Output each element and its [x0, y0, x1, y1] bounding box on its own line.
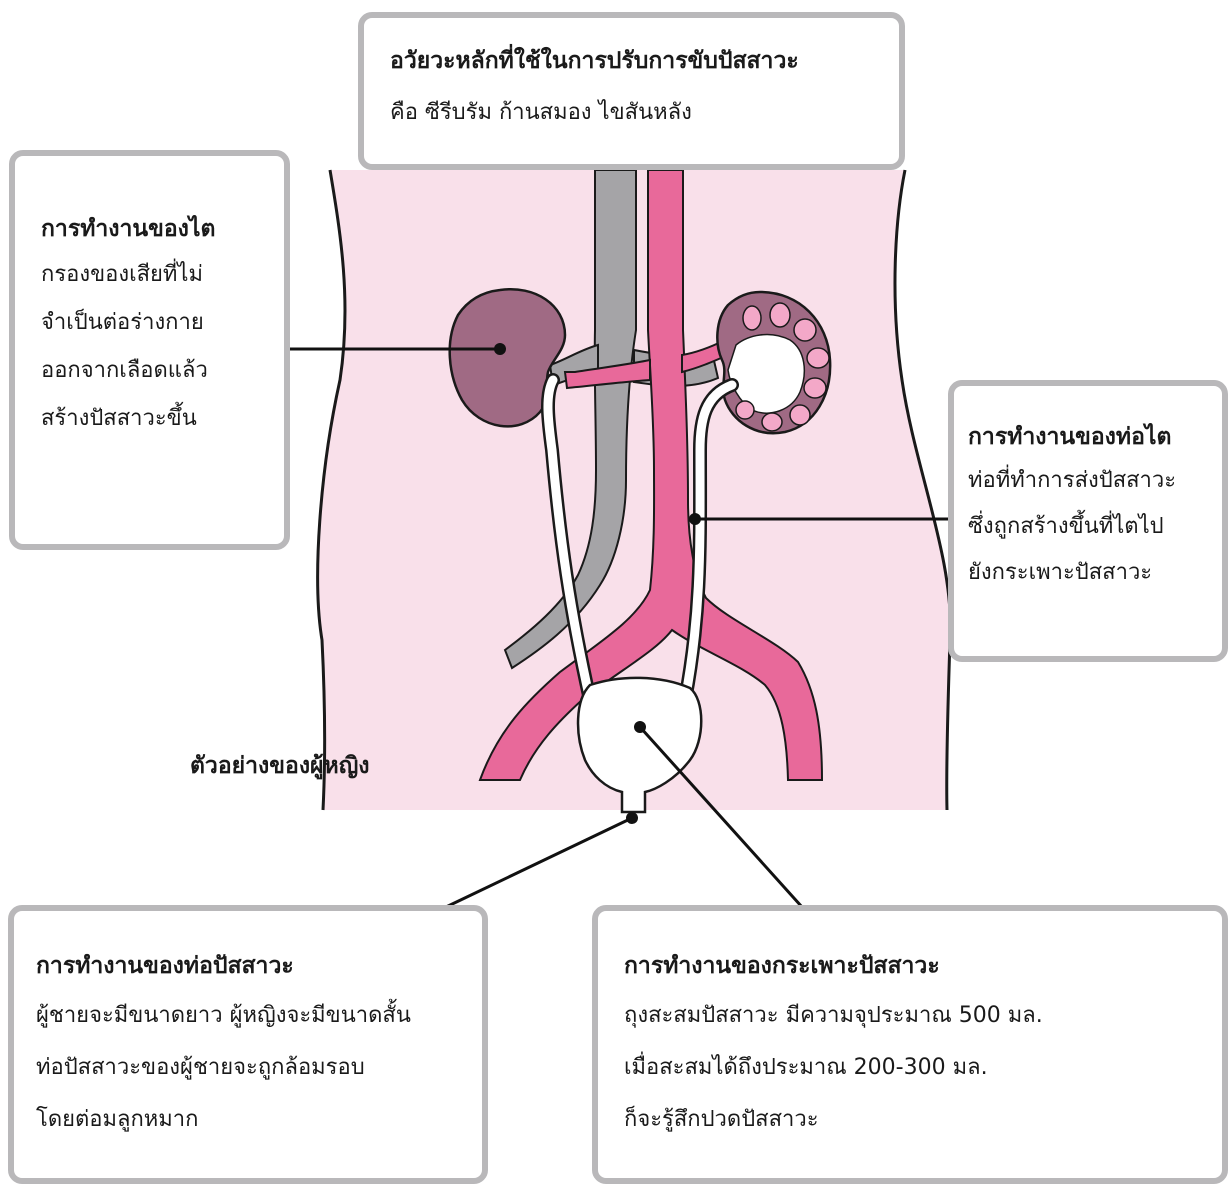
- callout-kidney-line: ออกจากเลือดแล้ว: [41, 356, 284, 386]
- callout-ureter-line: ยังกระเพาะปัสสาวะ: [968, 558, 1222, 588]
- callout-urethra-line: ท่อปัสสาวะของผู้ชายจะถูกล้อมรอบ: [36, 1053, 482, 1083]
- callout-ureter-line: ซึ่งถูกสร้างขึ้นที่ไตไป: [968, 512, 1222, 542]
- callout-urethra-line: โดยต่อมลูกหมาก: [36, 1105, 482, 1135]
- callout-bladder-line: ถุงสะสมปัสสาวะ มีความจุประมาณ 500 มล.: [624, 1001, 1222, 1031]
- callout-kidney-line: กรองของเสียที่ไม่: [41, 260, 284, 290]
- callout-urethra-line: ผู้ชายจะมีขนาดยาว ผู้หญิงจะมีขนาดสั้น: [36, 1001, 482, 1031]
- callout-kidney: การทำงานของไต กรองของเสียที่ไม่ จำเป็นต่…: [9, 150, 290, 550]
- callout-ureter-line: ท่อที่ทำการส่งปัสสาวะ: [968, 466, 1222, 496]
- callout-bladder-line: ก็จะรู้สึกปวดปัสสาวะ: [624, 1105, 1222, 1135]
- callout-brain-title: อวัยวะหลักที่ใช้ในการปรับการขับปัสสาวะ: [390, 46, 899, 76]
- diagram-caption: ตัวอย่างของผู้หญิง: [190, 748, 370, 784]
- callout-kidney-title: การทำงานของไต: [41, 214, 284, 244]
- callout-ureter: การทำงานของท่อไต ท่อที่ทำการส่งปัสสาวะ ซ…: [948, 380, 1228, 662]
- callout-urethra-title: การทำงานของท่อปัสสาวะ: [36, 951, 482, 981]
- callout-bladder-line: เมื่อสะสมได้ถึงประมาณ 200-300 มล.: [624, 1053, 1222, 1083]
- callout-kidney-line: สร้างปัสสาวะขึ้น: [41, 404, 284, 434]
- callout-urethra: การทำงานของท่อปัสสาวะ ผู้ชายจะมีขนาดยาว …: [8, 905, 488, 1184]
- callout-ureter-title: การทำงานของท่อไต: [968, 422, 1222, 452]
- callout-brain-line: คือ ซีรีบรัม ก้านสมอง ไขสันหลัง: [390, 98, 899, 128]
- callout-brain: อวัยวะหลักที่ใช้ในการปรับการขับปัสสาวะ ค…: [358, 12, 905, 170]
- callout-bladder-title: การทำงานของกระเพาะปัสสาวะ: [624, 951, 1222, 981]
- callout-kidney-line: จำเป็นต่อร่างกาย: [41, 308, 284, 338]
- callout-bladder: การทำงานของกระเพาะปัสสาวะ ถุงสะสมปัสสาวะ…: [592, 905, 1228, 1184]
